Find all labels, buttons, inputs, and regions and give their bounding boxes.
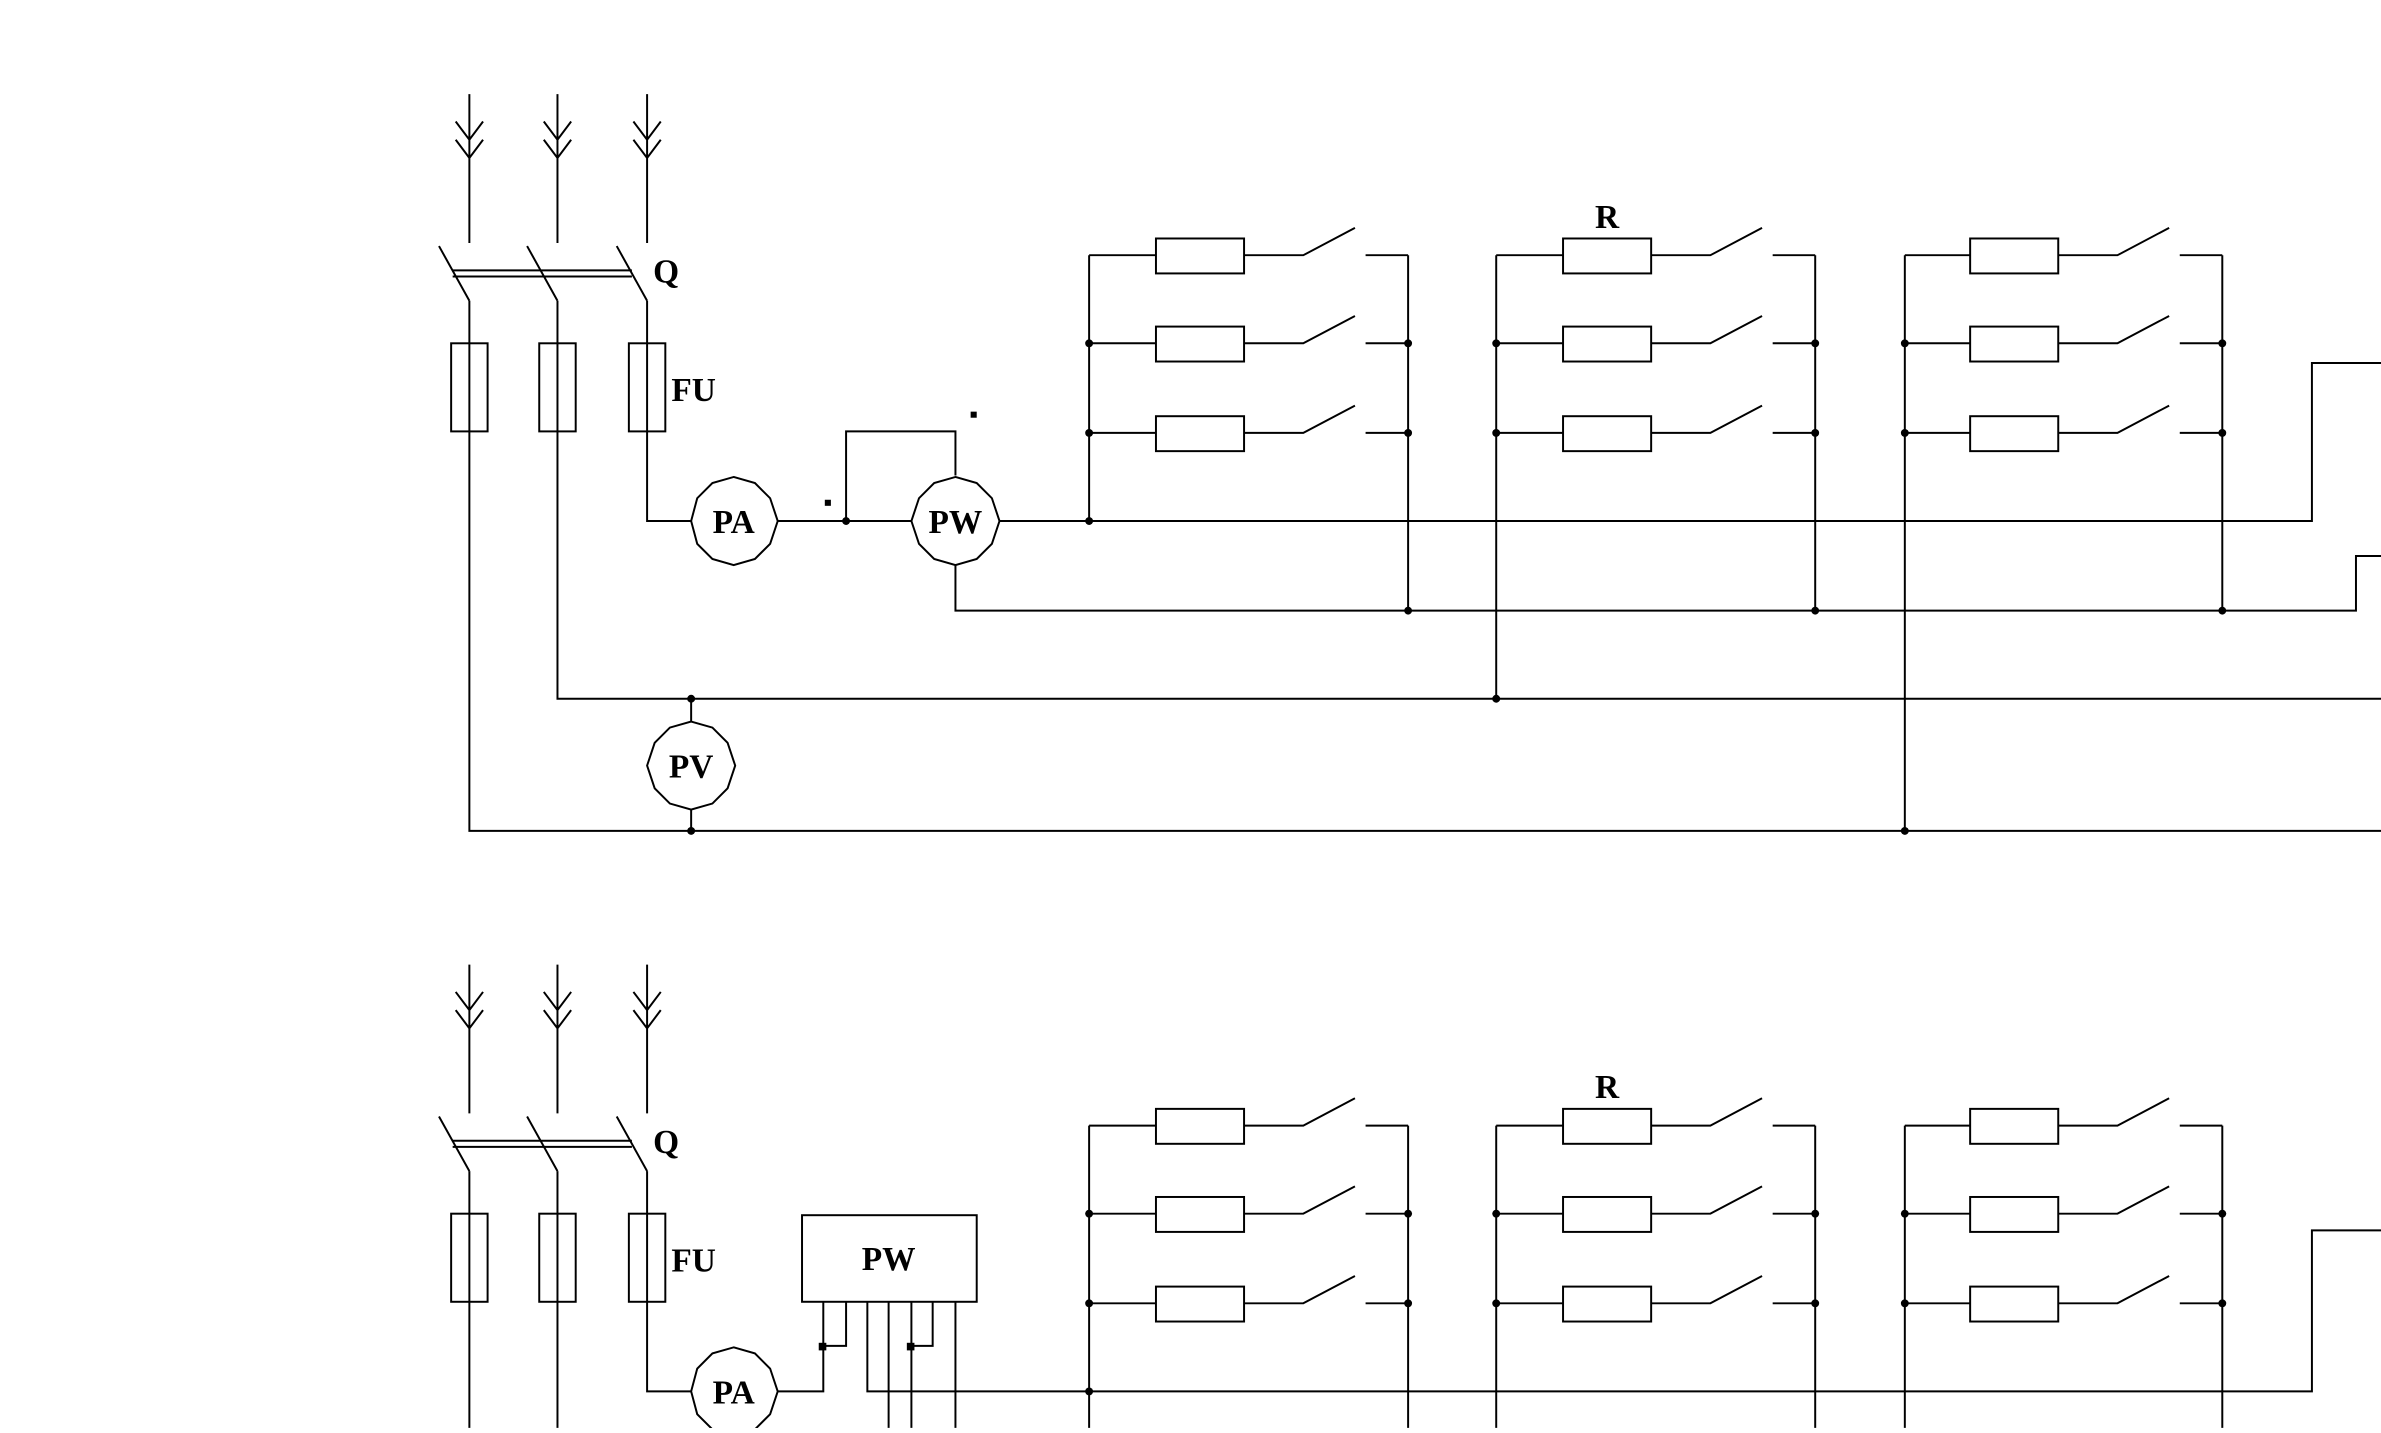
bottom-wattmeter-terminals: [777, 1229, 2381, 1428]
bottom-ammeter-label: PA: [713, 1375, 755, 1412]
bottom-circuit: Q FU PW PA: [438, 964, 2381, 1433]
bottom-wattmeter-label: PW: [862, 1241, 916, 1278]
bottom-junction-dots: [818, 1209, 2227, 1396]
top-resistor-label: R: [1595, 199, 1620, 236]
top-ammeter-label: PA: [713, 504, 755, 541]
top-incoming-terminals: [454, 94, 662, 244]
bottom-fuse-label: FU: [671, 1242, 716, 1279]
top-wattmeter-pw: PW: [824, 411, 1001, 567]
bottom-fuses: [450, 1171, 692, 1428]
top-resistor-bank-1: [1088, 226, 1410, 611]
top-fuse-label: FU: [671, 372, 716, 409]
top-switch-q: [438, 245, 648, 302]
bottom-resistor-bank-1: [1088, 1097, 1410, 1428]
bottom-incoming-terminals: [454, 964, 662, 1114]
bottom-resistor-bank-2: [1495, 1097, 1817, 1428]
top-ammeter-pa: PA: [690, 475, 779, 567]
top-switch-label: Q: [653, 254, 679, 291]
top-junction-dots: [687, 339, 2227, 835]
top-voltmeter-pv: PV: [646, 720, 737, 811]
bottom-resistor-bank-3: [1903, 1097, 2224, 1428]
top-voltmeter-label: PV: [669, 749, 714, 786]
bottom-ammeter-pa: PA: [690, 1346, 779, 1433]
top-circuit: Q FU: [438, 94, 2381, 835]
top-fuses: [450, 300, 667, 433]
bottom-switch-q: [438, 1115, 648, 1172]
bottom-wattmeter-pw: PW: [777, 1214, 2381, 1428]
top-wattmeter-label: PW: [929, 504, 983, 541]
bottom-switch-label: Q: [653, 1124, 679, 1161]
top-resistor-bank-2: [1495, 226, 1817, 699]
top-resistor-bank-3: [1903, 226, 2224, 831]
bottom-resistor-label: R: [1595, 1069, 1620, 1106]
